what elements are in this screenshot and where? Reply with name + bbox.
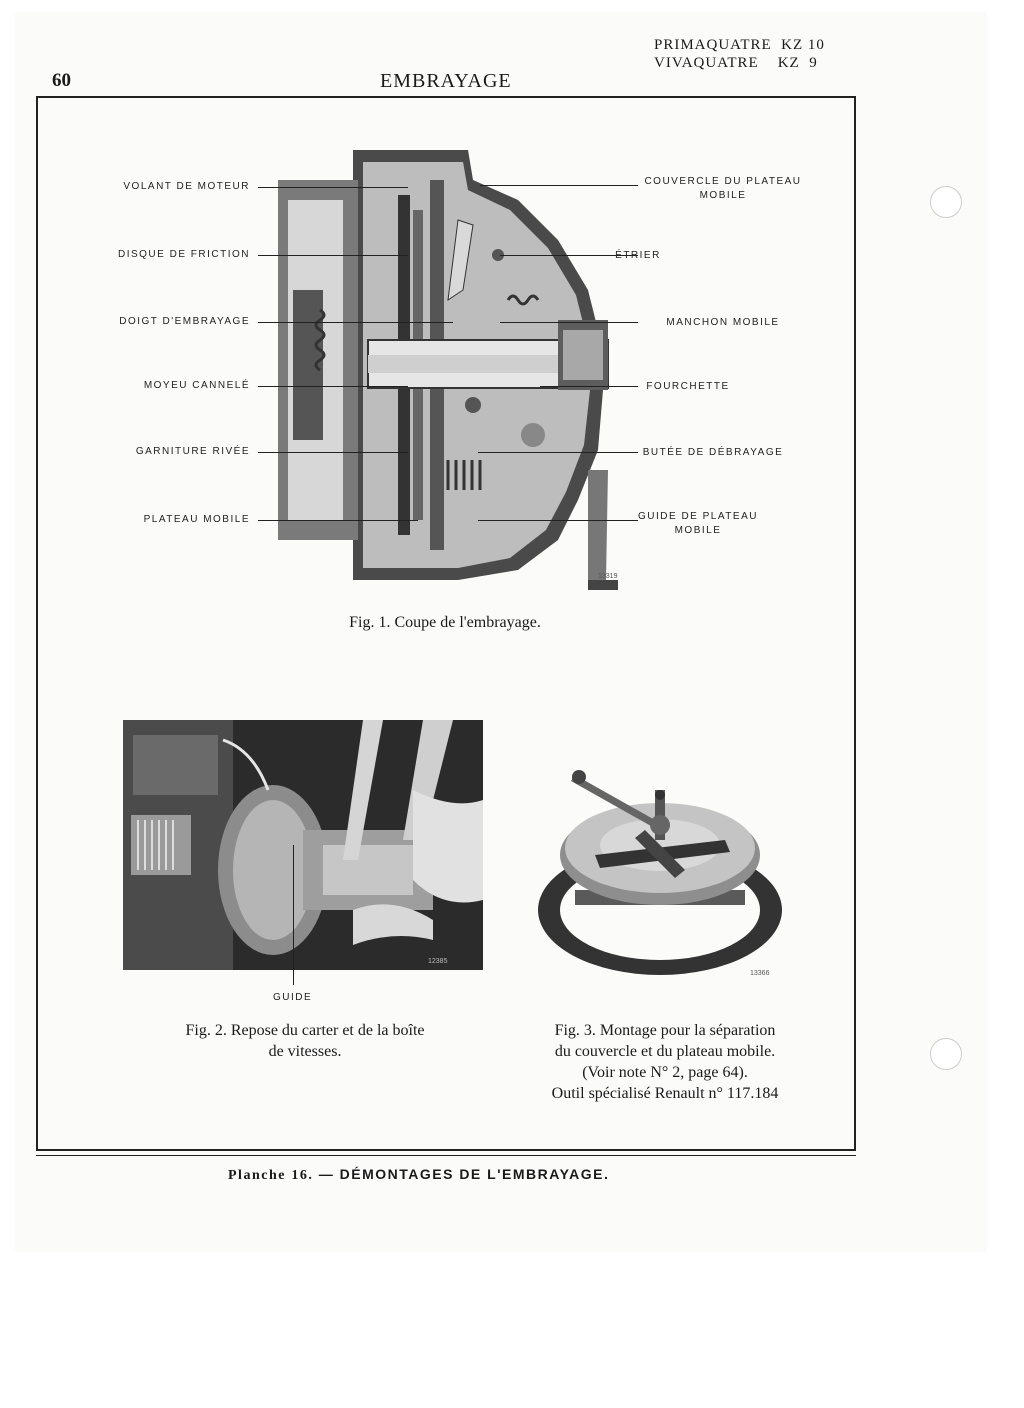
leader-line	[258, 255, 408, 256]
caption-line: Fig. 3. Montage pour la séparation	[554, 1022, 776, 1039]
model-list: PRIMAQUATRE KZ 10 VIVAQUATRE KZ 9	[654, 36, 825, 72]
binder-hole	[930, 1038, 962, 1070]
label-volant-de-moteur: VOLANT DE MOTEUR	[123, 181, 250, 192]
figure-2-caption: Fig. 2. Repose du carter et de la boîte …	[140, 1020, 470, 1062]
label-moyeu-cannele: MOYEU CANNELÉ	[143, 380, 250, 391]
leader-line	[258, 386, 408, 387]
leader-line	[258, 322, 453, 323]
photo-number: 13366	[750, 970, 770, 977]
photo-number: 13319	[598, 573, 618, 580]
leader-line	[500, 322, 638, 323]
leader-line	[480, 185, 638, 186]
caption-line: du couvercle et du plateau mobile.	[554, 1043, 776, 1060]
label-fourchette: FOURCHETTE	[646, 381, 730, 392]
figure-1-caption: Fig. 1. Coupe de l'embrayage.	[349, 614, 541, 631]
label-guide-de-plateau-mobile: GUIDE DE PLATEAU MOBILE	[638, 511, 758, 536]
section-title: EMBRAYAGE	[380, 70, 512, 92]
label-manchon-mobile: MANCHON MOBILE	[666, 317, 780, 328]
clutch-section-drawing	[258, 140, 638, 590]
leader-line	[258, 452, 408, 453]
leader-line	[258, 187, 408, 188]
separation-tool-photo	[535, 760, 785, 980]
plate-title: Planche 16. — DÉMONTAGES DE L'EMBRAYAGE.	[228, 1166, 609, 1184]
leader-line	[478, 452, 638, 453]
label-etrier: ÉTRIER	[615, 250, 661, 261]
label-doigt-embrayage: DOIGT D'EMBRAYAGE	[119, 316, 250, 327]
leader-line	[258, 520, 418, 521]
label-plateau-mobile: PLATEAU MOBILE	[143, 514, 250, 525]
binder-hole	[930, 186, 962, 218]
page-number: 60	[52, 70, 71, 91]
leader-line	[540, 386, 638, 387]
caption-line: Outil spécialisé Renault n° 117.184	[551, 1085, 779, 1102]
divider	[36, 1155, 856, 1156]
leader-line	[293, 845, 294, 985]
gearbox-photo	[123, 720, 483, 970]
caption-line: (Voir note N° 2, page 64).	[582, 1064, 748, 1081]
figure-3-caption: Fig. 3. Montage pour la séparation du co…	[520, 1020, 810, 1104]
plate-heading: — DÉMONTAGES DE L'EMBRAYAGE.	[318, 1166, 610, 1182]
model-line: VIVAQUATRE KZ 9	[654, 55, 818, 71]
plate-label: Planche	[228, 1168, 286, 1183]
leader-line	[500, 255, 638, 256]
caption-line: Fig. 2. Repose du carter et de la boîte	[185, 1022, 425, 1039]
caption-line: de vitesses.	[268, 1043, 342, 1060]
label-disque-de-friction: DISQUE DE FRICTION	[117, 249, 250, 260]
label-guide: GUIDE	[273, 992, 313, 1003]
model-line: PRIMAQUATRE KZ 10	[654, 37, 825, 53]
label-garniture-rivee: GARNITURE RIVÉE	[135, 446, 250, 457]
plate-number: 16.	[291, 1168, 314, 1183]
label-butee-de-debrayage: BUTÉE DE DÉBRAYAGE	[642, 447, 784, 458]
leader-line	[478, 520, 638, 521]
plate-frame	[36, 96, 856, 1151]
label-couvercle-du-plateau-mobile: COUVERCLE DU PLATEAU MOBILE	[644, 176, 802, 201]
photo-number: 12385	[428, 958, 448, 965]
